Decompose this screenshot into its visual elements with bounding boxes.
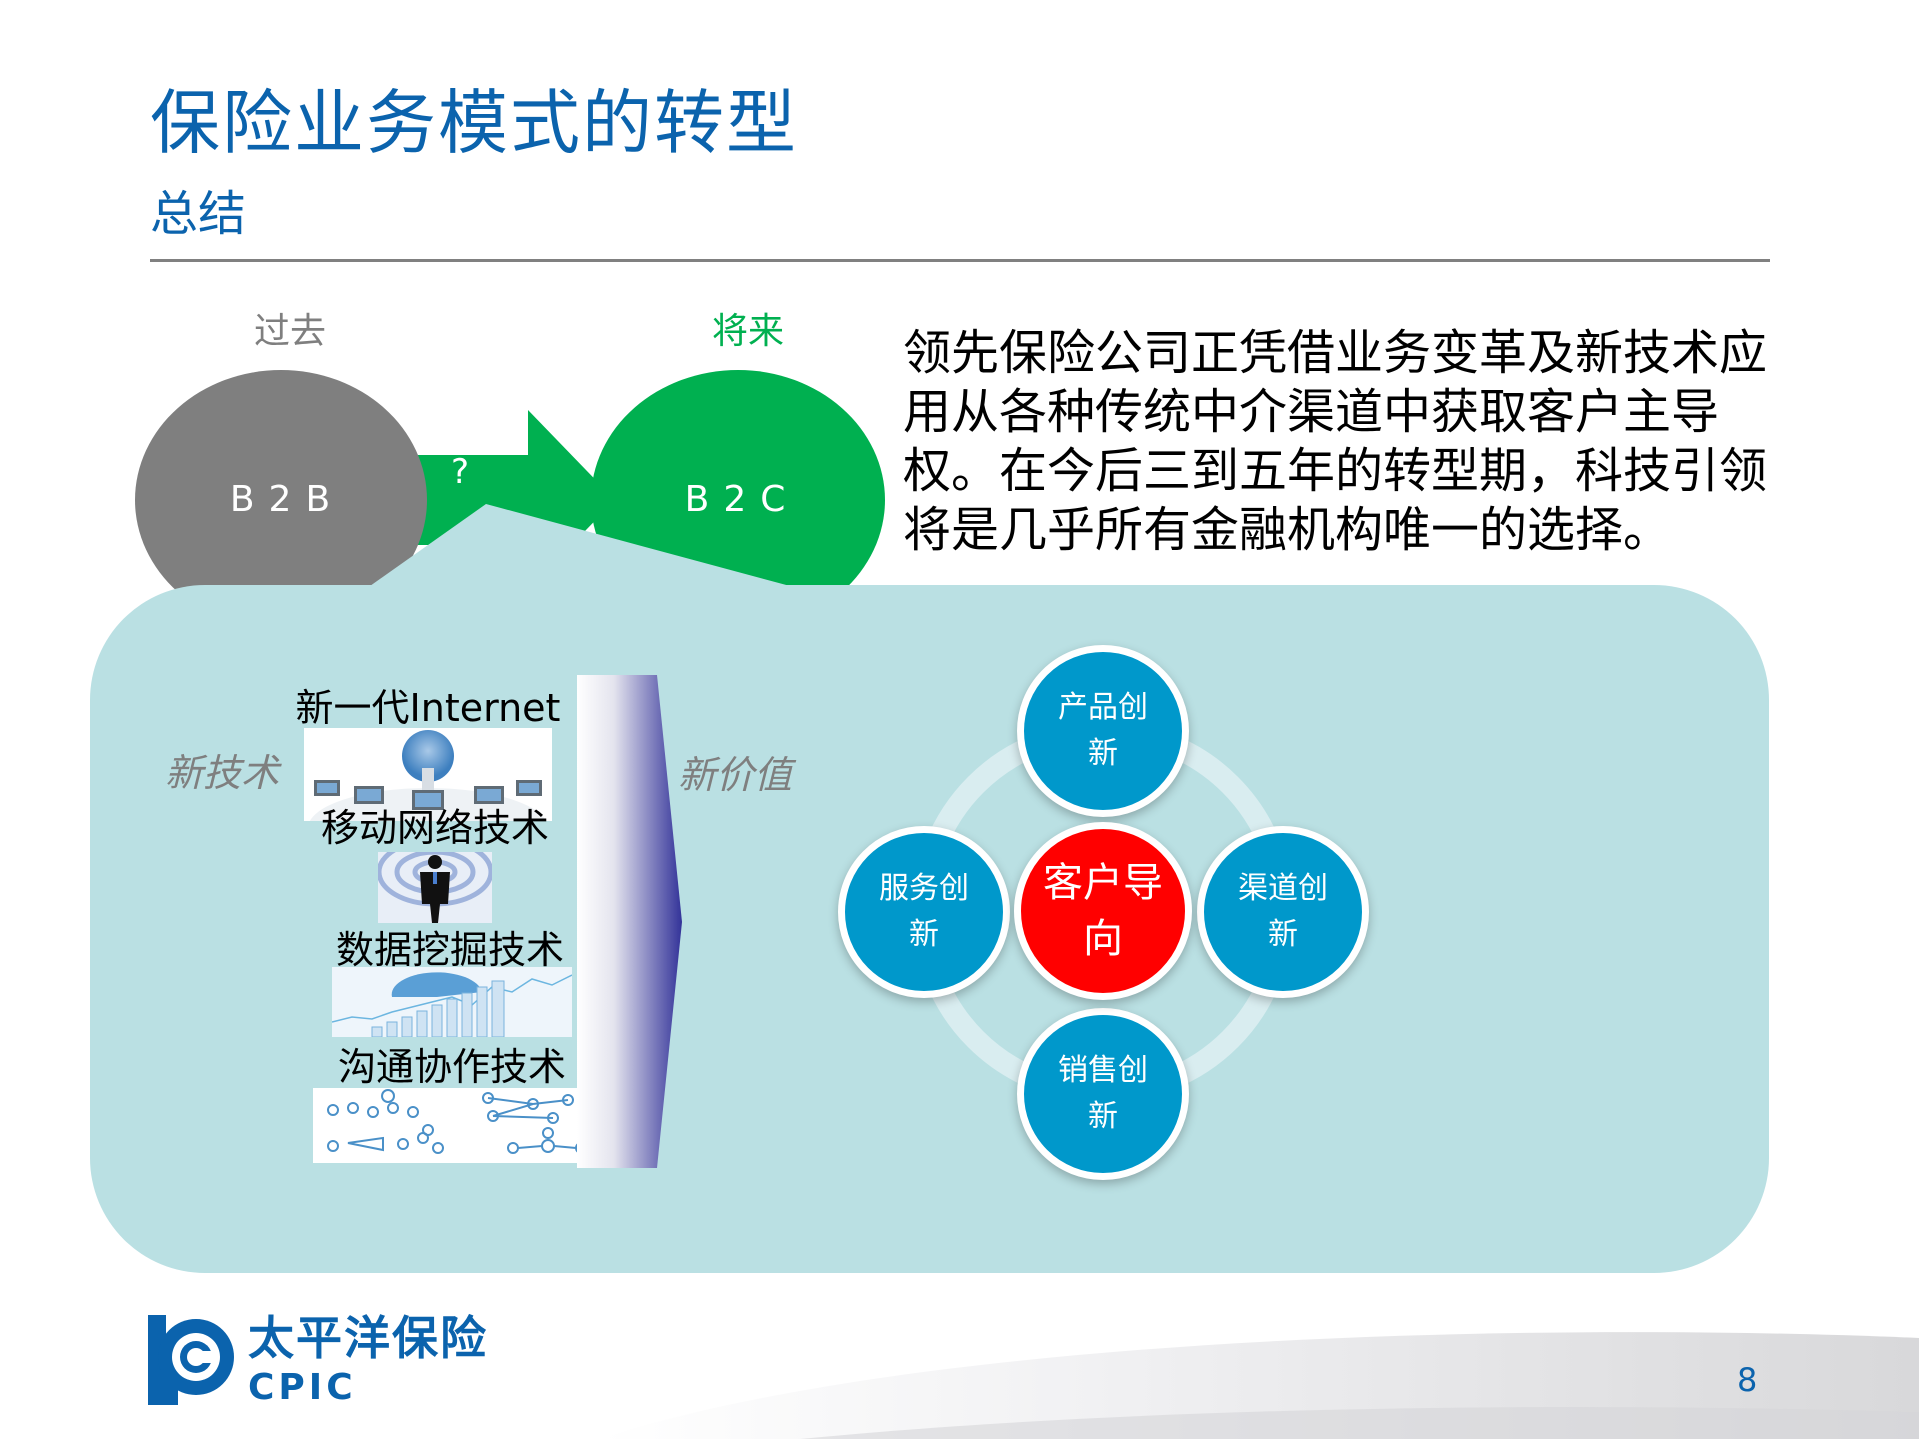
footer-band (600, 1332, 1919, 1439)
future-label: 将来 (711, 311, 785, 352)
node-line1: 产品创 (1058, 690, 1148, 725)
cycle-node-service: 服务创新 (838, 826, 1010, 998)
past-label: 过去 (253, 311, 327, 352)
node-line1: 销售创 (1058, 1053, 1148, 1088)
cpic-logo-icon (148, 1315, 234, 1405)
page-number: 8 (1737, 1361, 1758, 1399)
summary-paragraph: 领先保险公司正凭借业务变革及新技术应用从各种传统中介渠道中获取客户主导权。在今后… (903, 325, 1768, 558)
network-globe-image (304, 728, 552, 821)
past-oval (135, 370, 427, 630)
past-model-label: B2B (229, 479, 345, 520)
tech-label-collaboration: 沟通协作技术 (337, 1045, 567, 1089)
mobile-businessman-image (378, 852, 492, 923)
collaboration-network-image (313, 1088, 593, 1163)
page-subtitle: 总结 (150, 186, 247, 242)
new-value-label: 新价值 (677, 753, 793, 797)
center-line2: 向 (1083, 916, 1123, 962)
cycle-center-customer: 客户导向 (1014, 822, 1192, 1000)
panel-callout (370, 504, 790, 586)
tech-label-internet: 新一代Internet (295, 686, 561, 730)
tech-label-data-mining: 数据挖掘技术 (335, 928, 565, 972)
cycle-node-channel: 渠道创新 (1197, 826, 1369, 998)
cycle-node-product: 产品创新 (1017, 645, 1189, 817)
node-line2: 新 (1088, 1099, 1118, 1134)
cycle-node-sales: 销售创新 (1017, 1008, 1189, 1180)
logo-chinese-name: 太平洋保险 (248, 1311, 488, 1365)
title-divider (150, 259, 1770, 262)
data-chart-image (332, 967, 572, 1037)
page-title: 保险业务模式的转型 (150, 82, 798, 164)
new-technology-label: 新技术 (164, 751, 280, 795)
future-model-label: B2C (684, 479, 800, 520)
question-mark: ? (450, 452, 470, 492)
value-arrow-icon (577, 675, 682, 1168)
logo-english-name: CPIC (248, 1367, 357, 1408)
node-line2: 新 (909, 917, 939, 952)
node-line1: 渠道创 (1238, 871, 1328, 906)
center-line1: 客户导 (1043, 860, 1163, 906)
node-line1: 服务创 (879, 871, 969, 906)
node-line2: 新 (1268, 917, 1298, 952)
node-line2: 新 (1088, 736, 1118, 771)
tech-label-mobile: 移动网络技术 (320, 806, 550, 850)
